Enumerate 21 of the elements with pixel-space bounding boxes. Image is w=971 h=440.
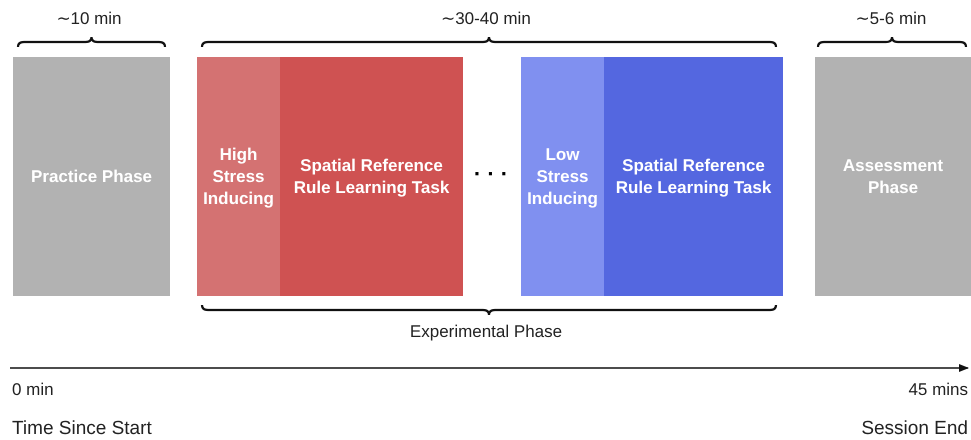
duration-label: ∼5-6 min [854, 8, 928, 30]
block-text: Practice Phase [31, 166, 152, 188]
phase-block [815, 57, 971, 296]
phase-block [13, 57, 170, 296]
axis-caption: Session End [860, 417, 968, 440]
phase-block [280, 57, 463, 296]
block-text: Low Stress Inducing [526, 144, 599, 210]
ellipsis: · · · [472, 160, 510, 188]
block-text: Spatial Reference Rule Learning Task [614, 154, 772, 198]
duration-label: ∼10 min [55, 8, 123, 30]
phase-block [604, 57, 783, 296]
phase-block [521, 57, 604, 296]
duration-label: ∼30-40 min [440, 8, 532, 30]
block-text: High Stress Inducing [202, 144, 275, 210]
phase-block [197, 57, 280, 296]
time-label: 0 min [12, 379, 55, 400]
time-label: 45 mins [907, 379, 968, 400]
axis-caption: Time Since Start [12, 417, 153, 440]
phase-label: Experimental Phase [408, 321, 564, 342]
block-text: Spatial Reference Rule Learning Task [292, 154, 450, 198]
block-text: Assessment Phase [842, 154, 944, 198]
